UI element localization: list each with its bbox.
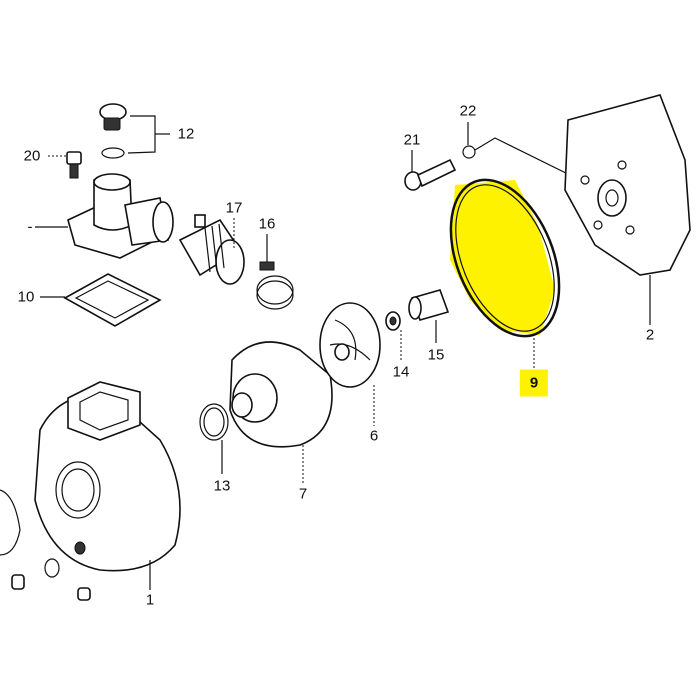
part-label-16: 16	[258, 215, 276, 233]
hose-clamp-icon	[256, 234, 294, 310]
part-label-10: 10	[17, 288, 35, 306]
part-label-9-highlighted: 9	[519, 369, 549, 397]
gasket-icon	[40, 273, 162, 327]
washer-icon	[199, 403, 229, 474]
pump-casing-icon	[34, 381, 181, 590]
cover-plate-icon	[564, 94, 691, 325]
mechanical-seal-icon	[408, 289, 450, 343]
seal-ring-icon	[385, 311, 402, 360]
drain-plug-icon	[99, 103, 170, 159]
bottom-fittings-icon	[0, 489, 91, 601]
part-label-20: 20	[23, 147, 41, 165]
bolt-icon	[48, 151, 82, 179]
impeller-icon	[319, 302, 381, 426]
part-label-2: 2	[645, 326, 655, 344]
part-label-21: 21	[403, 131, 421, 149]
part-label-6: 6	[369, 427, 379, 445]
hose-connector-icon	[178, 214, 245, 285]
part-label-22: 22	[459, 102, 477, 120]
part-label-7: 7	[298, 485, 308, 503]
part-label-15: 15	[427, 346, 445, 364]
part-label-12: 12	[177, 125, 195, 143]
volute-icon	[229, 341, 333, 484]
part-label-13: 13	[213, 477, 231, 495]
part-label-14: 14	[392, 363, 410, 381]
part-label-17: 17	[225, 199, 243, 217]
unlabeled-leader: -	[27, 218, 33, 236]
part-label-1: 1	[145, 591, 155, 609]
elbow-fitting-icon	[35, 173, 174, 259]
o-ring-highlight	[449, 178, 561, 370]
cap-bolt-icon	[404, 122, 581, 191]
